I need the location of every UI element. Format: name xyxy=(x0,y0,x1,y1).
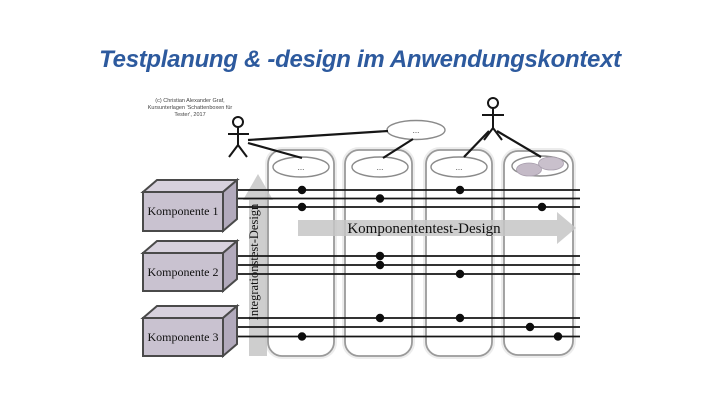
association-actor1-top-ellipse xyxy=(247,129,389,142)
copyright-line-3: Tester', 2017 xyxy=(174,112,206,119)
test-point-dot xyxy=(553,332,563,341)
test-point-dot xyxy=(297,202,307,212)
test-point-dot xyxy=(375,251,385,261)
copyright-line-2: Kursunterlagen 'Schattenboxen für xyxy=(147,105,233,112)
component-box-2-front xyxy=(142,252,224,292)
use-case-ellipsis-lane3: ... xyxy=(456,163,463,172)
use-case-ellipsis-lane2: ... xyxy=(377,163,384,172)
use-case-ellipsis-top: ... xyxy=(413,126,420,135)
component-box-2-top xyxy=(140,240,240,254)
use-case-ellipse-lane2 xyxy=(351,156,409,178)
actor-left-head xyxy=(232,116,244,128)
swimlane-3 xyxy=(425,149,493,357)
lane-use-cases: ... ... ... xyxy=(272,155,569,178)
component-box-1-front xyxy=(142,191,224,232)
top-use-case: ... xyxy=(386,119,446,141)
association-lines xyxy=(247,129,542,160)
actor-stick-figure-right xyxy=(482,97,504,141)
actor-right-leg-r xyxy=(492,127,503,141)
actor-left-leg-l xyxy=(228,144,239,158)
komponententest-arrow: Komponententest-Design xyxy=(298,212,576,244)
test-point-dot xyxy=(375,194,385,203)
test-point-dot xyxy=(455,313,465,323)
actor-right-leg-l xyxy=(483,127,494,141)
component-box-3-top xyxy=(140,305,240,319)
test-point-dot xyxy=(455,269,465,279)
integrationstest-arrow-label: Integrationstest-Design xyxy=(247,203,261,320)
component-box-3: Komponente 3 xyxy=(140,303,240,359)
test-point-dot xyxy=(375,313,385,323)
copyright-note: (c) Christian Alexander Graf, Kursunterl… xyxy=(136,98,244,119)
test-point-dot xyxy=(297,185,307,195)
swimlane-1 xyxy=(267,149,335,357)
komponententest-arrow-shape xyxy=(298,212,576,244)
component-box-2: Komponente 2 xyxy=(140,238,240,294)
test-point-dots xyxy=(297,185,563,341)
association-actor2-lane3 xyxy=(463,130,490,158)
component-box-3-label: Komponente 3 xyxy=(148,330,219,344)
copyright-line-1: (c) Christian Alexander Graf, xyxy=(155,98,225,104)
association-topellipse-lane2 xyxy=(382,138,414,159)
use-case-ellipsis-lane1: ... xyxy=(298,163,305,172)
component-box-3-front xyxy=(142,317,224,357)
component-wires xyxy=(230,189,580,338)
actor-left-leg-r xyxy=(237,144,248,158)
test-point-dot xyxy=(525,322,535,332)
sub-use-case-ellipse-left xyxy=(516,162,542,177)
component-box-1-top xyxy=(140,179,240,193)
component-box-1: Komponente 1 xyxy=(140,177,240,234)
test-point-dot xyxy=(455,185,465,195)
association-actor1-lane1 xyxy=(247,141,303,160)
test-point-dot xyxy=(537,202,547,212)
use-case-ellipse-lane3 xyxy=(430,156,488,178)
test-point-dot xyxy=(375,260,385,270)
slide-title: Testplanung & -design im Anwendungskonte… xyxy=(99,46,621,73)
komponententest-arrow-label: Komponententest-Design xyxy=(347,221,501,237)
actor-stick-figure-left xyxy=(228,116,249,158)
actor-right-head xyxy=(487,97,499,109)
sub-use-case-ellipse-right xyxy=(538,156,564,171)
association-actor2-lane4 xyxy=(496,130,542,158)
swimlane-4 xyxy=(503,150,574,356)
component-box-2-label: Komponente 2 xyxy=(148,265,219,279)
test-point-dot xyxy=(297,332,307,341)
component-box-1-label: Komponente 1 xyxy=(148,204,219,218)
